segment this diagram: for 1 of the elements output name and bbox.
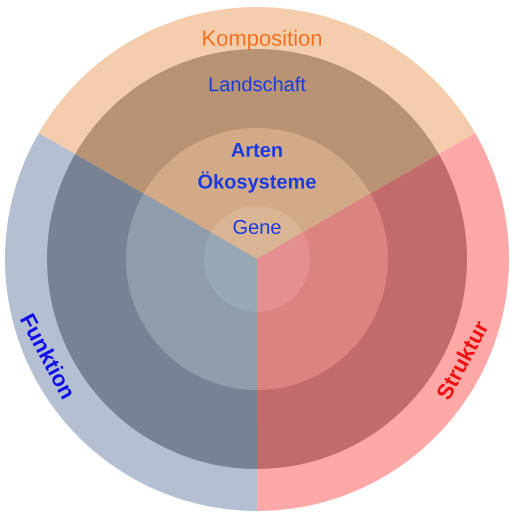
- ring-label: Landschaft: [210, 76, 306, 92]
